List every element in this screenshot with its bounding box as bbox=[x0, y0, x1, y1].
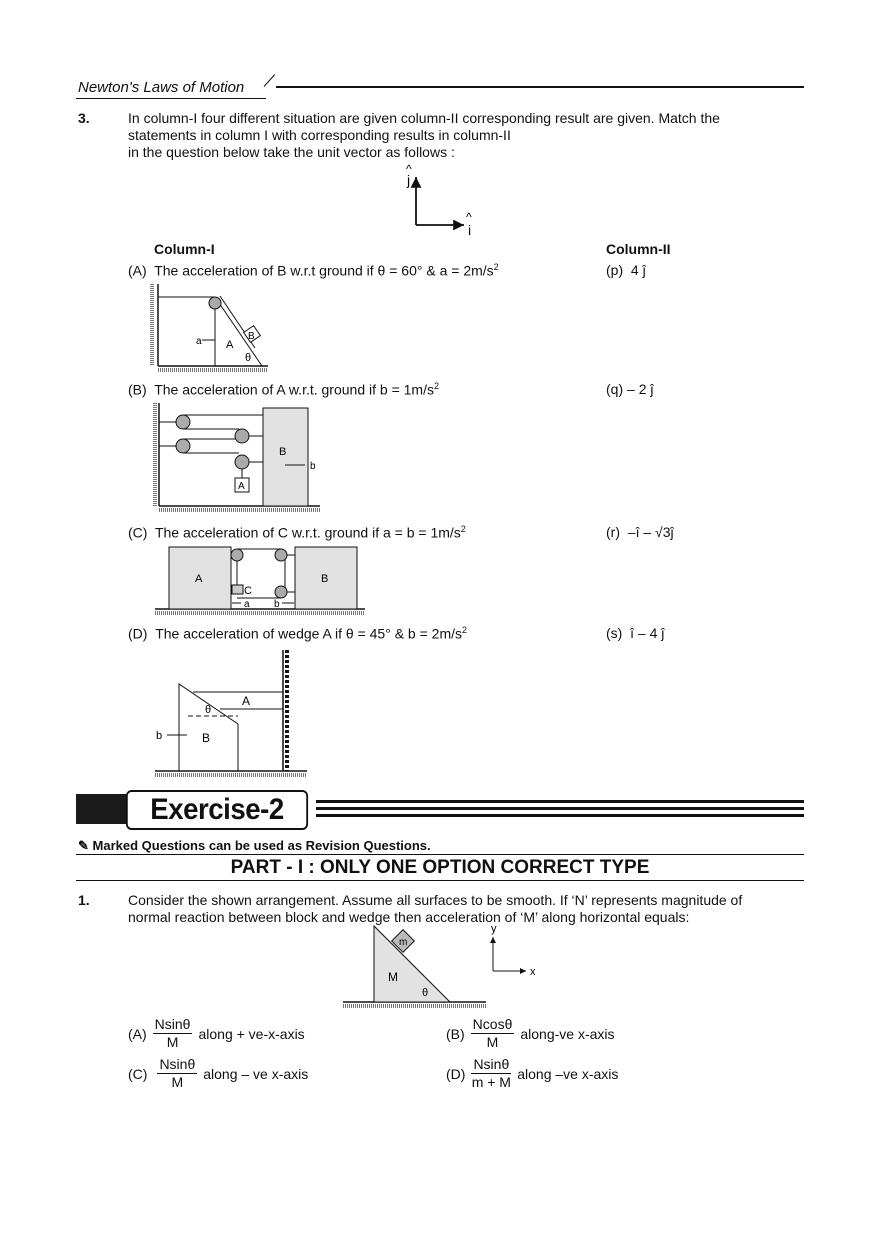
column2-item-r: (r) –î – √3ĵ bbox=[606, 524, 674, 540]
chapter-title: Newton's Laws of Motion bbox=[78, 79, 245, 96]
svg-text:B: B bbox=[248, 331, 255, 342]
svg-text:θ: θ bbox=[245, 352, 251, 364]
pencil-icon: ✎ bbox=[78, 838, 89, 853]
svg-text:a: a bbox=[244, 599, 250, 610]
svg-text:A: A bbox=[195, 573, 203, 585]
part-title: PART - I : ONLY ONE OPTION CORRECT TYPE bbox=[230, 857, 650, 878]
exercise-bar bbox=[76, 794, 128, 824]
svg-text:b: b bbox=[310, 461, 316, 472]
header-rule-slant bbox=[263, 74, 276, 87]
wedge-diagram: m M θ y x bbox=[343, 923, 536, 1008]
question-text-line1: In column-I four different situation are… bbox=[128, 110, 720, 126]
svg-text:θ: θ bbox=[422, 987, 428, 999]
diagram-d: A θ B b bbox=[155, 650, 307, 777]
question-text-line1: Consider the shown arrangement. Assume a… bbox=[128, 892, 743, 908]
question-text-line2: statements in column I with correspondin… bbox=[128, 127, 511, 143]
svg-text:m: m bbox=[399, 937, 407, 948]
divider bbox=[76, 854, 804, 855]
svg-text:b: b bbox=[156, 730, 162, 742]
j-label: j bbox=[406, 172, 410, 188]
exercise-rules bbox=[316, 800, 804, 821]
svg-text:B: B bbox=[321, 573, 328, 585]
column2-item-p: (p) 4 ĵ bbox=[606, 262, 646, 278]
column1-item-b: (B) The acceleration of A w.r.t. ground … bbox=[128, 381, 439, 398]
i-label: i bbox=[468, 222, 471, 238]
marked-note: ✎ Marked Questions can be used as Revisi… bbox=[78, 838, 431, 853]
header-rule bbox=[76, 98, 266, 99]
diagram-b: B b A bbox=[153, 403, 320, 512]
diagram-c: A B C a b bbox=[155, 546, 365, 615]
column1-item-a: (A) The acceleration of B w.r.t ground i… bbox=[128, 262, 499, 279]
svg-text:A: A bbox=[238, 481, 245, 492]
unit-vector-diagram: ^ j ^ i bbox=[406, 162, 472, 238]
question-number: 3. bbox=[78, 110, 90, 126]
svg-text:A: A bbox=[226, 339, 234, 351]
svg-text:^: ^ bbox=[466, 210, 472, 224]
svg-text:A: A bbox=[242, 694, 250, 708]
svg-text:y: y bbox=[491, 923, 497, 935]
column1-header: Column-I bbox=[154, 241, 215, 257]
svg-text:M: M bbox=[388, 970, 398, 984]
header-rule-top bbox=[276, 86, 804, 88]
question-text-line3: in the question below take the unit vect… bbox=[128, 144, 455, 160]
svg-text:B: B bbox=[202, 731, 210, 745]
svg-text:θ: θ bbox=[205, 704, 211, 716]
column1-item-c: (C) The acceleration of C w.r.t. ground … bbox=[128, 524, 466, 541]
svg-text:b: b bbox=[274, 599, 280, 610]
column2-header: Column-II bbox=[606, 241, 671, 257]
question-text-line2: normal reaction between block and wedge … bbox=[128, 909, 690, 925]
diagram-a: B a A θ bbox=[150, 284, 268, 372]
svg-text:a: a bbox=[196, 336, 202, 347]
exercise-title: Exercise-2 bbox=[125, 790, 309, 830]
svg-text:C: C bbox=[244, 585, 252, 597]
column2-item-s: (s) î – 4 ĵ bbox=[606, 625, 665, 641]
question-number: 1. bbox=[78, 892, 90, 908]
column2-item-q: (q) – 2 ĵ bbox=[606, 381, 654, 397]
column1-item-d: (D) The acceleration of wedge A if θ = 4… bbox=[128, 625, 468, 642]
svg-text:B: B bbox=[279, 446, 286, 458]
svg-text:x: x bbox=[530, 966, 536, 978]
svg-text:^: ^ bbox=[406, 162, 412, 176]
divider bbox=[76, 880, 804, 881]
